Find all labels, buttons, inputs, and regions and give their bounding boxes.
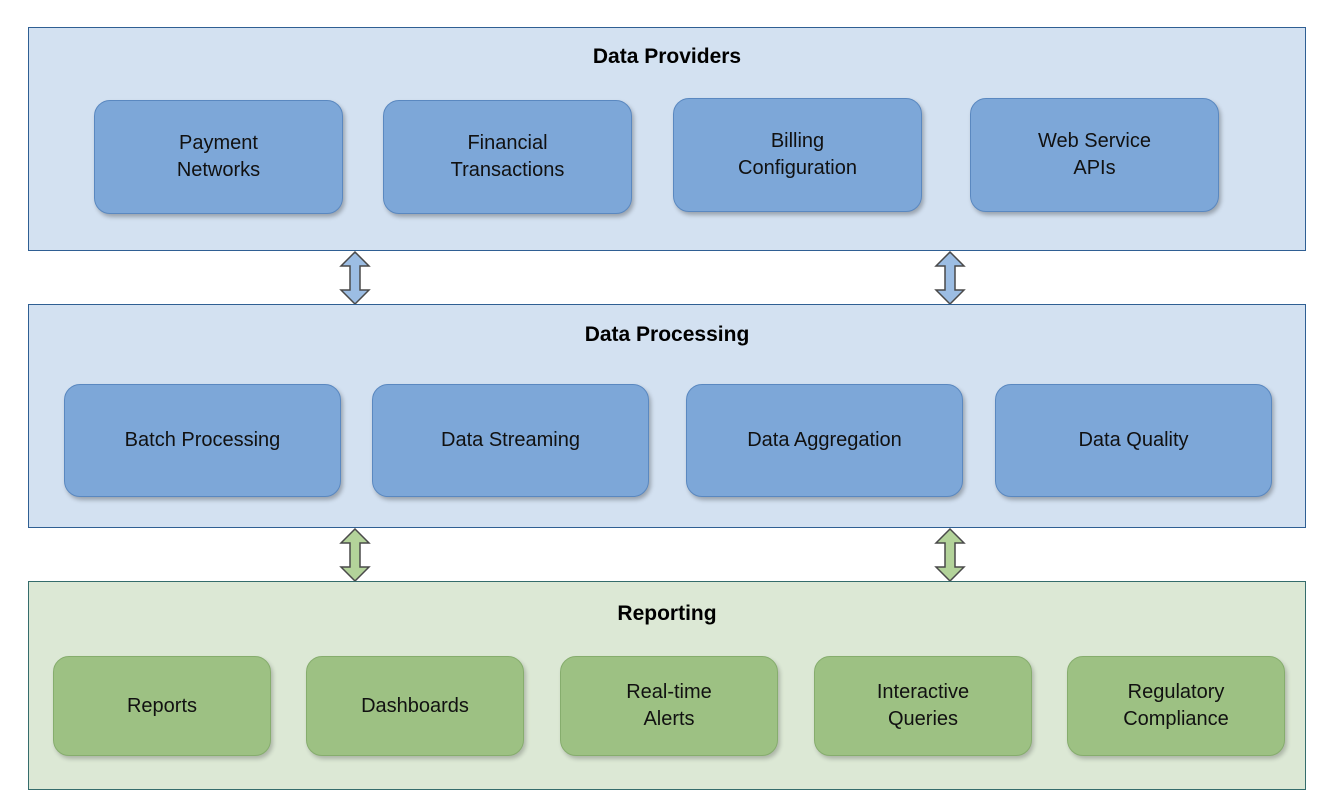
data-providers-title: Data Providers <box>592 45 742 68</box>
box-label: Data Aggregation <box>747 429 902 451</box>
box-label: Interactive <box>876 681 970 703</box>
box-label: Alerts <box>643 708 695 730</box>
box-label: Reports <box>126 694 198 717</box>
real-time-alerts-box[interactable]: Real-time Alerts <box>560 656 778 756</box>
interactive-queries-box[interactable]: Interactive Queries <box>814 656 1032 756</box>
data-processing-layer: Data Processing Batch Processing Data St… <box>28 304 1306 528</box>
box-label: Payment <box>179 132 258 154</box>
box-label: Dashboards <box>361 694 469 717</box>
box-label: Batch Processing <box>124 429 281 451</box>
regulatory-compliance-box[interactable]: Regulatory Compliance <box>1067 656 1285 756</box>
bidirectional-arrow-icon <box>934 251 966 305</box>
bidirectional-arrow-icon <box>934 528 966 582</box>
data-streaming-box[interactable]: Data Streaming <box>372 384 649 497</box>
box-label: Web Service <box>1037 130 1151 152</box>
box-label: Networks <box>176 159 261 181</box>
bidirectional-arrow-icon <box>339 528 371 582</box>
financial-transactions-box[interactable]: Financial Transactions <box>383 100 632 214</box>
box-label: Real-time <box>626 681 712 703</box>
box-label: Queries <box>887 708 959 730</box>
batch-processing-box[interactable]: Batch Processing <box>64 384 341 497</box>
reports-box[interactable]: Reports <box>53 656 271 756</box>
web-service-apis-box[interactable]: Web Service APIs <box>970 98 1219 212</box>
box-label: Billing <box>770 130 825 152</box>
payment-networks-box[interactable]: Payment Networks <box>94 100 343 214</box>
box-label: Data Quality <box>1078 429 1189 451</box>
reporting-layer: Reporting Reports Dashboards Real-time A… <box>28 581 1306 790</box>
data-aggregation-box[interactable]: Data Aggregation <box>686 384 963 497</box>
data-providers-layer: Data Providers Payment Networks Financia… <box>28 27 1306 251</box>
dashboards-box[interactable]: Dashboards <box>306 656 524 756</box>
box-label: Financial <box>467 132 548 154</box>
reporting-title: Reporting <box>617 602 717 625</box>
data-quality-box[interactable]: Data Quality <box>995 384 1272 497</box>
data-processing-title: Data Processing <box>584 323 750 346</box>
box-label: Compliance <box>1123 708 1229 730</box>
box-label: Transactions <box>450 159 565 181</box>
bidirectional-arrow-icon <box>339 251 371 305</box>
billing-configuration-box[interactable]: Billing Configuration <box>673 98 922 212</box>
box-label: APIs <box>1073 157 1116 179</box>
box-label: Configuration <box>738 157 857 179</box>
box-label: Data Streaming <box>441 429 580 451</box>
box-label: Regulatory <box>1127 681 1225 703</box>
